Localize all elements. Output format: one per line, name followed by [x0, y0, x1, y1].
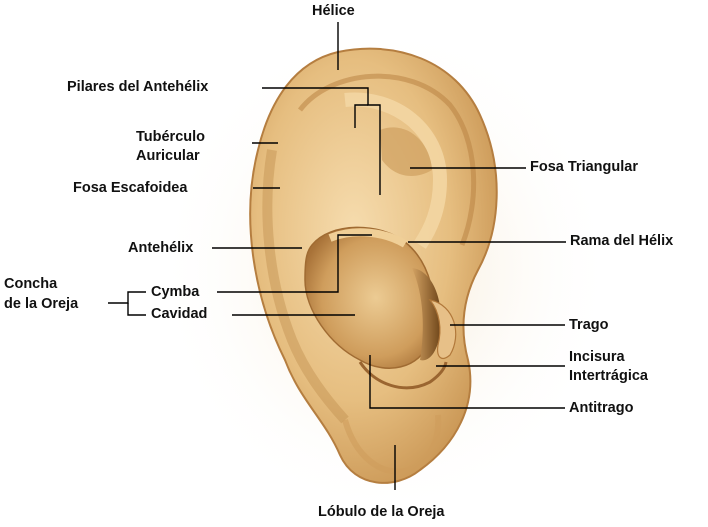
label-rama-helix: Rama del Hélix — [570, 233, 674, 249]
leader-concha-bracket — [108, 291, 146, 304]
label-incisura-line1: Incisura — [569, 349, 625, 365]
leader-concha-bracket-low — [127, 303, 146, 316]
label-tuberculo-line2: Auricular — [136, 148, 200, 164]
leader-lines — [108, 22, 566, 490]
label-trago: Trago — [569, 317, 609, 333]
label-helice: Hélice — [312, 3, 355, 19]
triangular-fossa-shape — [380, 127, 432, 176]
label-concha-line1: Concha — [4, 276, 58, 292]
helix-rim — [298, 73, 477, 246]
label-concha-line2: de la Oreja — [4, 296, 79, 312]
leader-pilares-branch — [354, 104, 368, 128]
label-fosa-triangular: Fosa Triangular — [530, 159, 638, 175]
label-fosa-escafoidea: Fosa Escafoidea — [73, 180, 188, 196]
leader-cymba — [217, 234, 372, 293]
label-tuberculo-line1: Tubérculo — [136, 129, 206, 145]
label-lobulo: Lóbulo de la Oreja — [318, 504, 445, 520]
antitragus-shape — [358, 361, 448, 390]
label-incisura-line2: Intertrágica — [569, 368, 648, 384]
label-cavidad: Cavidad — [151, 306, 208, 322]
leader-antitrago — [369, 355, 565, 409]
lobule-shape — [342, 414, 442, 475]
scapha-groove — [262, 149, 349, 424]
label-antitrago: Antitrago — [569, 400, 634, 416]
helix-crus — [328, 228, 408, 248]
label-pilares-antehelix: Pilares del Antehélix — [67, 79, 209, 95]
label-antehelix: Antehélix — [128, 240, 194, 256]
antihelix-ridge — [344, 92, 448, 249]
label-cymba: Cymba — [151, 284, 200, 300]
ear-canal — [412, 268, 442, 361]
tragus-shape — [428, 299, 457, 359]
